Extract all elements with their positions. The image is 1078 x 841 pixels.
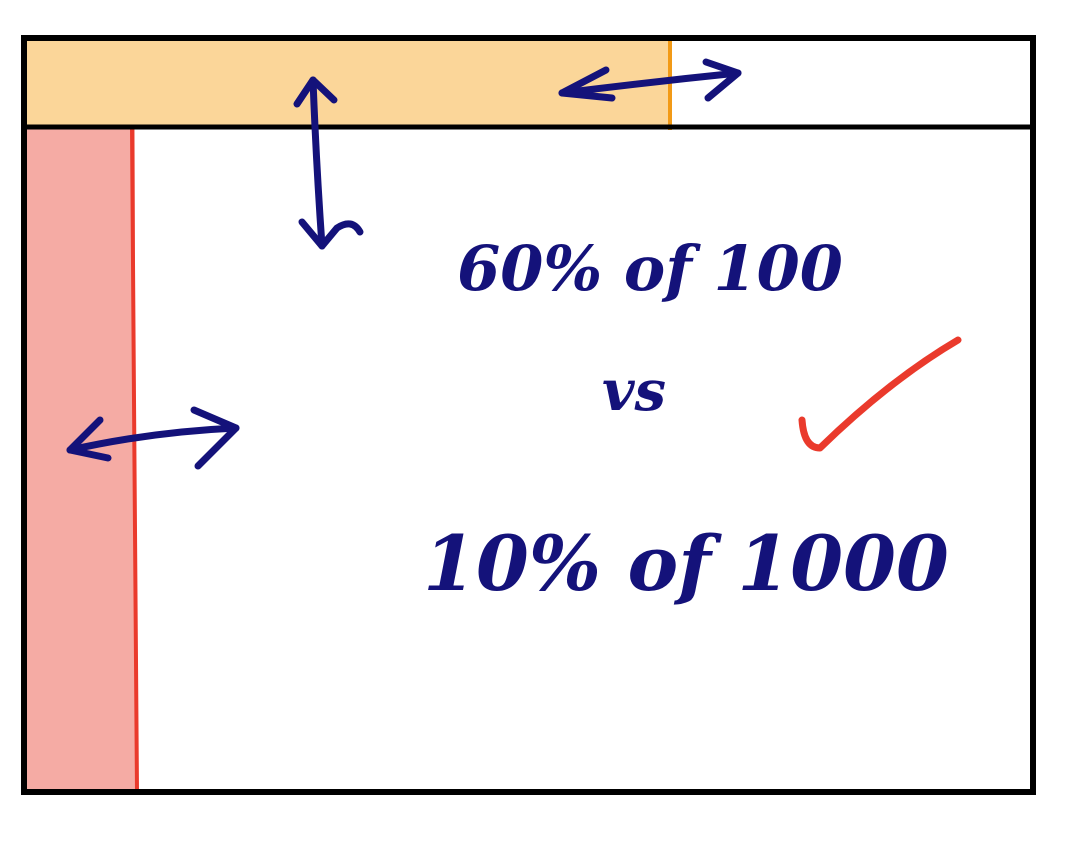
- annotation-line-3: 10% of 1000: [423, 519, 949, 608]
- header-width-arrow-icon: [558, 58, 742, 102]
- window-frame: [21, 35, 1036, 795]
- annotation-line-1: 60% of 100: [457, 232, 843, 305]
- check-mark-icon: [798, 336, 962, 452]
- header-height-arrow-icon: [293, 76, 364, 250]
- sidebar-edge: [130, 125, 139, 793]
- annotation-line-2: vs: [602, 358, 666, 424]
- sidebar-width-arrow-icon: [66, 406, 240, 470]
- header-bar-fill: [22, 40, 670, 128]
- sidebar-fill: [22, 128, 135, 793]
